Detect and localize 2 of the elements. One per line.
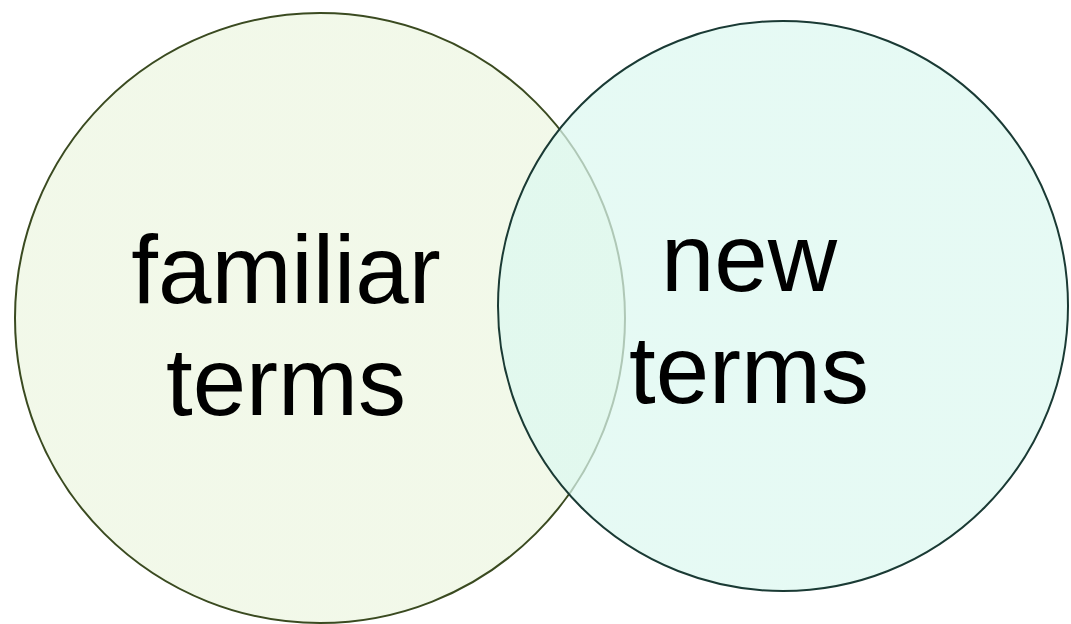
circle-label: familiar terms — [130, 215, 442, 437]
circle-label: new terms — [628, 203, 870, 425]
